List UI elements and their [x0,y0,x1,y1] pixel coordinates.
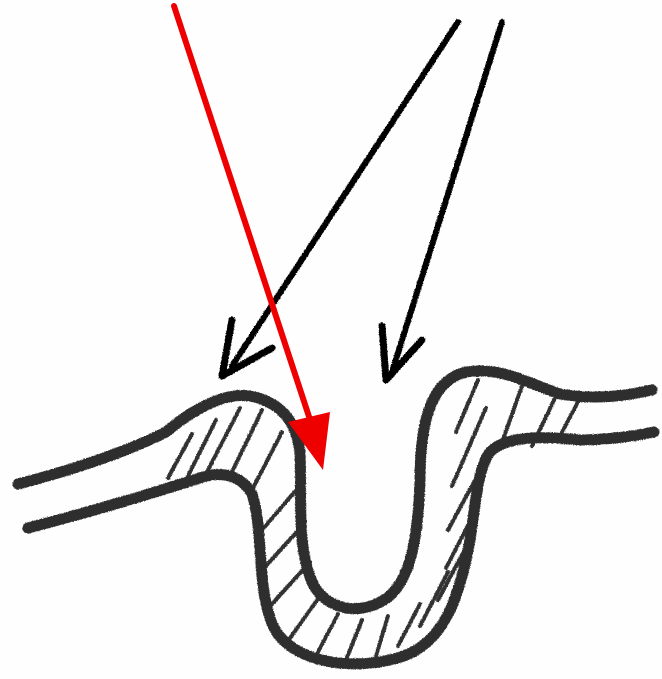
hatch-band [168,380,580,660]
red-arrow-shaft [174,6,318,444]
hatch-line [252,432,282,490]
black-arrow-right-shaft [392,22,502,372]
hatch-line [262,488,298,530]
hatch-lines [168,380,580,660]
hatch-line [346,620,362,660]
hatch-line [456,380,478,432]
outer-contour [18,371,652,609]
hatch-line [398,604,420,646]
hatch-line [232,410,262,472]
hatch-line [188,420,216,476]
hatch-line [318,614,338,652]
black-arrow-right [382,22,502,380]
black-arrow-left-shaft [232,22,458,366]
hatch-line [290,596,320,638]
hatch-line [208,408,240,470]
hatch-line [376,616,388,656]
inner-contour [28,432,654,664]
black-arrow-left [222,22,458,376]
